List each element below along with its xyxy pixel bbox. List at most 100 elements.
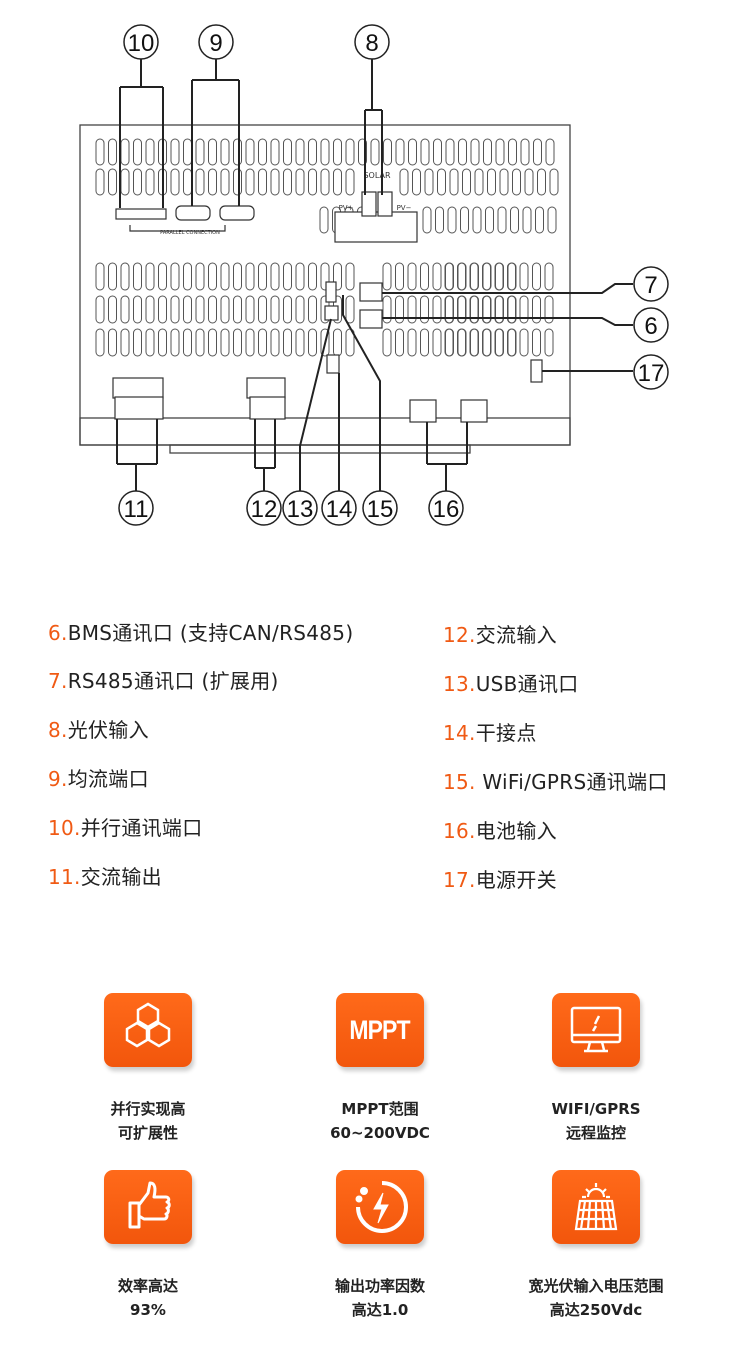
vent-slot	[508, 138, 517, 166]
legend-number: 15.	[443, 770, 476, 794]
vent-slot	[487, 168, 496, 196]
vent-slot	[407, 262, 417, 291]
vent-slot	[495, 328, 504, 357]
vent-slot	[495, 295, 504, 324]
vent-slot	[308, 138, 317, 166]
vent-slot	[270, 295, 280, 324]
vent-slot	[258, 328, 267, 357]
callout-number: 9	[209, 30, 222, 57]
feature-subtitle: 60~200VDC	[330, 1124, 430, 1142]
vent-slot	[108, 138, 117, 166]
vent-slot	[482, 328, 492, 357]
vent-slot	[270, 138, 280, 166]
solar-terminal: SOLAR PV+ PV−	[334, 171, 418, 243]
thumbs-up-icon	[104, 1170, 192, 1244]
legend-item: 7.RS485通讯口 (扩展用)	[48, 665, 279, 694]
vent-slot	[208, 295, 217, 324]
vent-slot	[170, 295, 180, 324]
legend-number: 6.	[48, 621, 68, 645]
vent-slot	[233, 138, 242, 166]
vent-slot	[208, 328, 217, 357]
feature-subtitle: 远程监控	[565, 1124, 626, 1142]
legend-number: 13.	[443, 672, 476, 696]
vent-slot	[457, 262, 466, 291]
callout-15: 15	[362, 490, 398, 526]
vent-slot	[544, 328, 554, 357]
vent-slot	[460, 206, 469, 234]
legend-text: RS485通讯口 (扩展用)	[67, 669, 279, 693]
vent-slot	[270, 168, 280, 196]
vent-slot	[270, 262, 280, 291]
vent-slot	[158, 262, 167, 291]
vent-slot	[482, 328, 491, 357]
vent-slot	[245, 168, 255, 196]
legend-item: 11.交流输出	[48, 861, 162, 890]
callout-number: 7	[644, 272, 657, 299]
vent-slot	[233, 295, 242, 324]
vent-slot	[470, 138, 480, 166]
callout-6: 6	[633, 307, 669, 343]
callout-17: 17	[633, 354, 669, 390]
vent-slot	[445, 295, 454, 324]
vent-slot	[495, 262, 504, 291]
legend-text: 交流输入	[475, 623, 557, 647]
vent-slot	[133, 295, 142, 324]
legend-number: 12.	[443, 623, 476, 647]
vent-slot	[474, 168, 484, 196]
vent-slot	[432, 328, 442, 357]
vent-slot	[383, 138, 392, 166]
vent-slot	[108, 295, 117, 324]
callout-number: 10	[128, 30, 155, 57]
pv-plus-label: PV+	[339, 204, 354, 212]
feature-subtitle: 可扩展性	[117, 1124, 178, 1142]
vent-slot	[195, 168, 205, 196]
vent-slot	[208, 138, 217, 166]
feature-pv-range: 宽光伏输入电压范围高达250Vdc	[496, 1170, 696, 1322]
vent-slot	[108, 328, 117, 357]
vent-slot	[483, 138, 492, 166]
vent-slot	[145, 138, 155, 166]
vent-slot	[435, 206, 444, 234]
vent-slot	[195, 328, 205, 357]
vent-slot	[520, 138, 530, 166]
legend-number: 8.	[48, 718, 68, 742]
vent-slot	[120, 262, 130, 291]
vent-slot	[447, 206, 457, 234]
feature-parallel: 并行实现高可扩展性	[48, 993, 248, 1145]
vent-slot	[524, 168, 534, 196]
legend-item: 13.USB通讯口	[443, 668, 579, 697]
vent-slot	[308, 328, 317, 357]
callout-11: 11	[118, 490, 154, 526]
vent-slot	[422, 206, 432, 234]
vent-slot	[320, 168, 330, 196]
feature-power-factor: 输出功率因数高达1.0	[280, 1170, 480, 1322]
feature-title: 输出功率因数	[334, 1277, 425, 1295]
vent-slot	[295, 138, 305, 166]
vent-slot	[233, 168, 242, 196]
vent-slot	[445, 262, 454, 291]
callout-8: 8	[354, 24, 390, 60]
inverter-chassis	[79, 124, 571, 454]
legend-number: 17.	[443, 868, 476, 892]
vent-slot	[333, 138, 342, 166]
vent-slot	[183, 262, 192, 291]
vent-slot	[445, 138, 455, 166]
callout-number: 11	[124, 496, 149, 523]
callout-number: 6	[644, 313, 657, 340]
vent-slot	[510, 206, 519, 234]
legend-number: 7.	[48, 669, 68, 693]
feature-subtitle: 高达1.0	[351, 1301, 409, 1319]
vent-slot	[133, 168, 142, 196]
feature-subtitle: 高达250Vdc	[549, 1301, 643, 1319]
vent-slot	[195, 262, 205, 291]
vent-slot	[420, 138, 430, 166]
callout-7: 7	[633, 266, 669, 302]
callout-number: 12	[251, 496, 278, 523]
legend-text: 光伏输入	[67, 718, 149, 742]
vent-slot	[220, 262, 230, 291]
legend-text: 交流输出	[80, 865, 162, 889]
vent-slot	[145, 295, 155, 324]
vent-slot	[482, 262, 491, 291]
